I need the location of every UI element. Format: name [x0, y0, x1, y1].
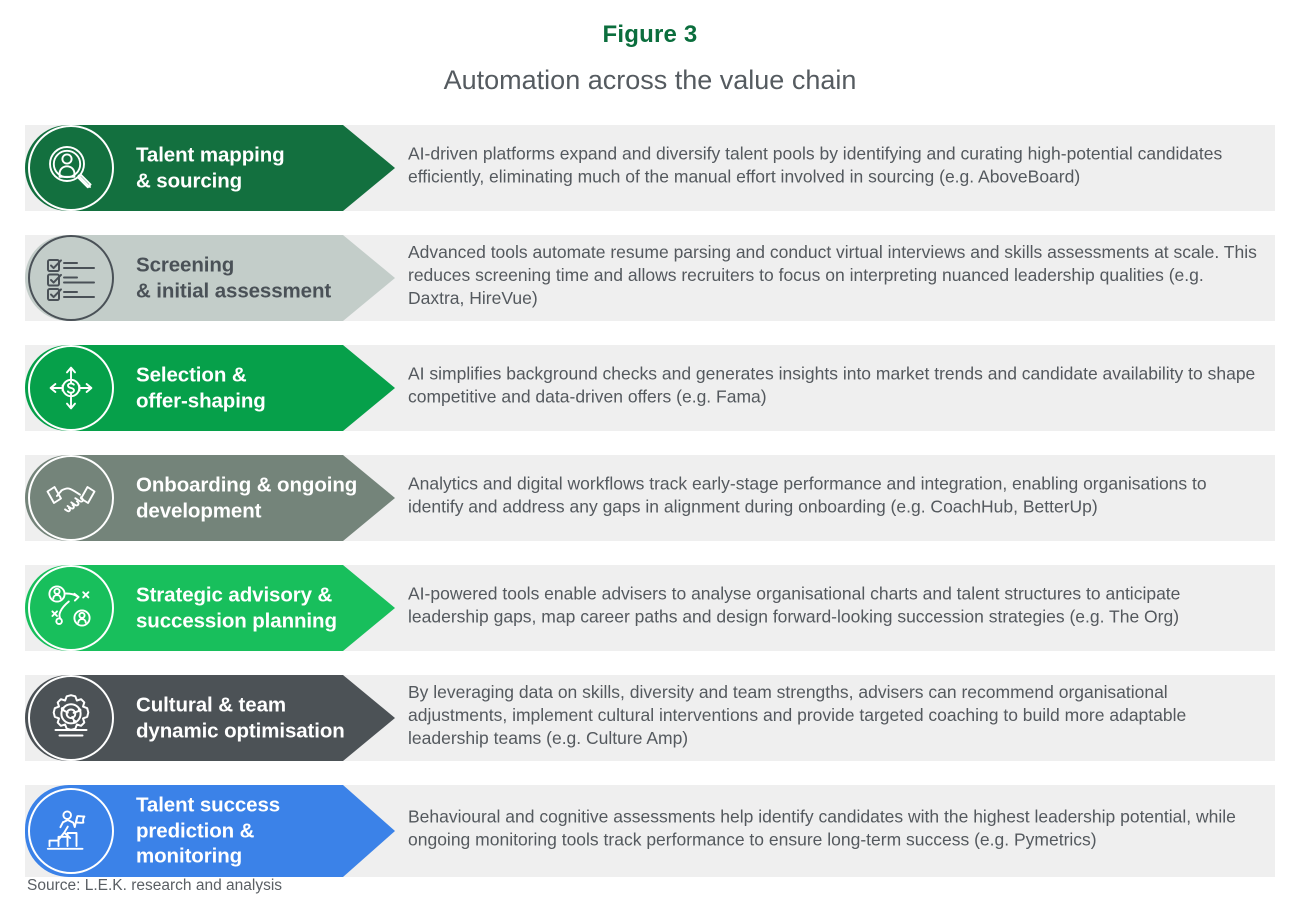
- gear-network-icon: [43, 690, 99, 746]
- stage-arrow[interactable]: Onboarding & ongoing development: [25, 455, 395, 541]
- stage-icon-wrap: [28, 345, 114, 431]
- value-chain-row[interactable]: Onboarding & ongoing development Analytic…: [25, 450, 1275, 541]
- icon-ring: [28, 675, 114, 761]
- icon-ring: [28, 235, 114, 321]
- stage-label: Cultural & team dynamic optimisation: [136, 693, 345, 742]
- stage-arrow[interactable]: Cultural & team dynamic optimisation: [25, 675, 395, 761]
- icon-ring: [28, 345, 114, 431]
- value-chain-row[interactable]: Talent success prediction & monitoring Be…: [25, 780, 1275, 877]
- value-chain-row[interactable]: Cultural & team dynamic optimisation By l…: [25, 670, 1275, 761]
- icon-ring: [28, 125, 114, 211]
- stage-icon-wrap: [28, 125, 114, 211]
- person-flag-steps-icon: [43, 803, 99, 859]
- stage-arrow[interactable]: Talent success prediction & monitoring: [25, 785, 395, 877]
- figure-title: Automation across the value chain: [443, 65, 857, 96]
- stage-description: AI simplifies background checks and gene…: [408, 363, 1256, 407]
- stage-icon-wrap: [28, 455, 114, 541]
- stage-label: Screening & initial assessment: [136, 253, 332, 302]
- value-chain-row[interactable]: Screening & initial assessment Advanced t…: [25, 230, 1275, 321]
- stage-icon-wrap: [28, 675, 114, 761]
- money-arrows-icon: [43, 360, 99, 416]
- handshake-icon: [43, 470, 99, 526]
- stage-label: Talent mapping & sourcing: [136, 143, 285, 192]
- stage-icon-wrap: [28, 788, 114, 874]
- icon-ring: [28, 565, 114, 651]
- person-magnifier-icon: [43, 140, 99, 196]
- stage-arrow[interactable]: Strategic advisory & succession planning: [25, 565, 395, 651]
- icon-ring: [28, 788, 114, 874]
- stage-description: AI-driven platforms expand and diversify…: [408, 143, 1223, 187]
- figure-header: Figure 3 Automation across the value cha…: [0, 0, 1300, 96]
- value-chain-row[interactable]: Selection & offer-shaping AI simplifies b…: [25, 340, 1275, 431]
- stage-description: By leveraging data on skills, diversity …: [408, 681, 1187, 749]
- source-note: Source: L.E.K. research and analysis: [27, 877, 283, 894]
- stage-description: Analytics and digital workflows track ea…: [408, 473, 1207, 517]
- value-chain-list: Talent mapping & sourcing AI-driven platf…: [25, 120, 1275, 896]
- figure-label: Figure 3: [602, 21, 698, 48]
- stage-label: Onboarding & ongoing development: [136, 473, 358, 522]
- stage-description: Advanced tools automate resume parsing a…: [408, 241, 1257, 309]
- value-chain-row[interactable]: Strategic advisory & succession planning…: [25, 560, 1275, 651]
- stage-description: Behavioural and cognitive assessments he…: [408, 806, 1236, 850]
- succession-strategy-icon: [43, 580, 99, 636]
- stage-arrow[interactable]: Screening & initial assessment: [25, 235, 395, 321]
- icon-ring: [28, 455, 114, 541]
- stage-label: Talent success prediction & monitoring: [136, 793, 281, 868]
- stage-icon-wrap: [28, 565, 114, 651]
- checklist-icon: [43, 250, 99, 306]
- value-chain-row[interactable]: Talent mapping & sourcing AI-driven platf…: [25, 120, 1275, 211]
- stage-arrow[interactable]: Selection & offer-shaping: [25, 345, 395, 431]
- stage-label: Strategic advisory & succession planning: [136, 583, 337, 632]
- stage-label: Selection & offer-shaping: [136, 363, 266, 412]
- stage-arrow[interactable]: Talent mapping & sourcing: [25, 125, 395, 211]
- stage-icon-wrap: [28, 235, 114, 321]
- stage-description: AI-powered tools enable advisers to anal…: [408, 583, 1181, 627]
